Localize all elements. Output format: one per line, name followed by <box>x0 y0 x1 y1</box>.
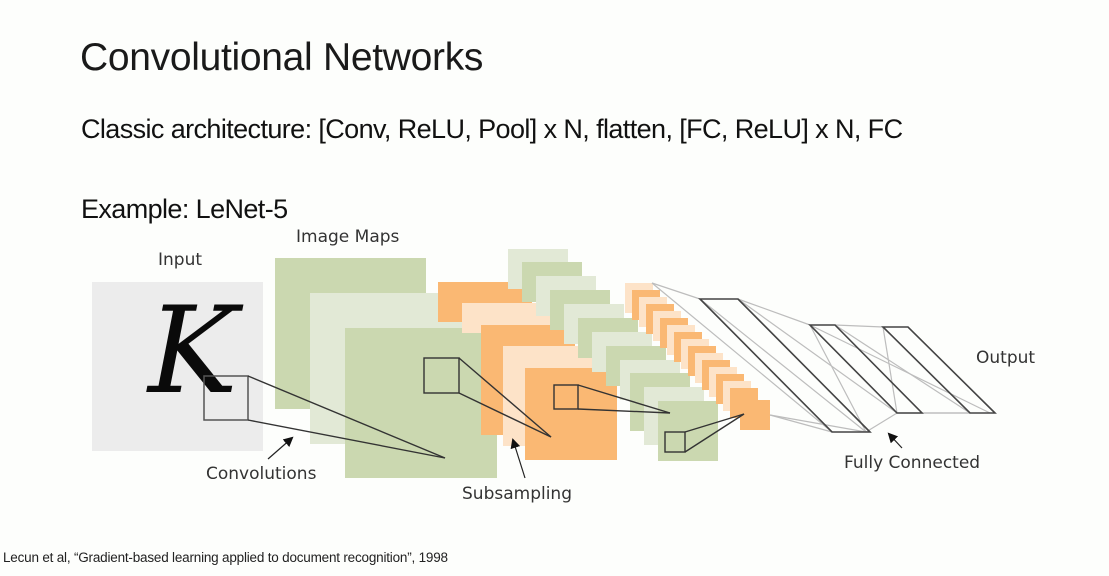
projection-line <box>247 375 446 459</box>
conv2-feature-maps <box>508 249 718 461</box>
image-maps-label: Image Maps <box>296 227 400 247</box>
projection-line <box>577 408 671 414</box>
output-label: Output <box>976 348 1035 368</box>
output-layer <box>881 326 997 414</box>
receptive-field <box>553 384 579 410</box>
projection-line <box>577 384 671 414</box>
slide-example-heading: Example: LeNet-5 <box>81 194 288 224</box>
fc-connection <box>882 326 898 414</box>
input-glyph: K <box>146 282 244 421</box>
receptive-field <box>423 357 460 394</box>
projection-line <box>684 413 745 453</box>
fc-connection <box>651 282 833 433</box>
fc-connection <box>737 298 811 326</box>
annotation-arrows <box>267 432 903 479</box>
fc-connection <box>809 324 991 414</box>
fc-connection <box>651 282 701 300</box>
convolutions-arrow <box>267 436 294 460</box>
projection-line <box>458 357 552 438</box>
projection-line <box>247 419 446 459</box>
subsampling-arrow <box>510 438 526 479</box>
input-layer: K <box>92 282 263 451</box>
subsampling-label: Subsampling <box>462 484 572 504</box>
fc-connection <box>769 414 833 433</box>
conv1-feature-maps <box>275 258 497 478</box>
slide-title: Convolutional Networks <box>80 36 484 79</box>
input-label: Input <box>158 250 202 270</box>
fc-connection <box>834 324 971 414</box>
feature-map <box>525 368 617 460</box>
fc-connection <box>737 298 898 414</box>
slide-subtitle: Classic architecture: [Conv, ReLU, Pool]… <box>81 114 903 144</box>
receptive-field <box>664 431 686 453</box>
fully-connected-arrow <box>887 432 903 449</box>
fc-connection <box>699 298 867 433</box>
convolution-projections <box>247 357 745 459</box>
input-receptive-field <box>203 375 249 421</box>
fully-connected-label: Fully Connected <box>844 453 980 473</box>
projection-line <box>458 392 552 438</box>
input-image <box>92 282 263 451</box>
fully-connected-layers <box>651 282 997 433</box>
feature-map <box>740 400 770 430</box>
fc-layer-1 <box>698 298 872 433</box>
fc-connection <box>769 414 867 433</box>
fc-connection <box>834 324 884 328</box>
fc-connection <box>809 324 867 433</box>
fc-connection <box>865 412 898 433</box>
convolutions-label: Convolutions <box>206 464 317 484</box>
feature-map <box>345 328 497 478</box>
fc-layer-2 <box>808 324 924 414</box>
citation: Lecun et al, “Gradient-based learning ap… <box>3 550 448 565</box>
projection-line <box>684 413 745 433</box>
pool2-feature-maps <box>625 283 770 430</box>
